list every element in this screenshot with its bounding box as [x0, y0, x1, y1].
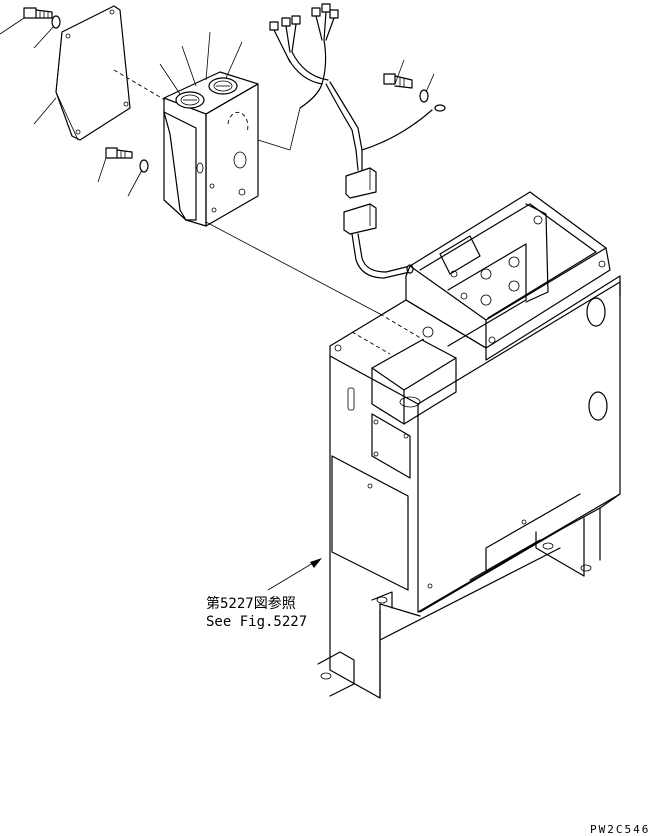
reference-label-jp: 第5227図参照 [206, 595, 296, 612]
cover-plate [33, 5, 166, 141]
reference-label-en: See Fig.5227 [206, 614, 307, 630]
washer-right [419, 73, 435, 103]
reference-callout: 第5227図参照 See Fig.5227 [206, 558, 322, 630]
figure-code: PW2C546 [590, 823, 650, 836]
washer-middle [127, 159, 149, 197]
washer-top-left [33, 15, 61, 49]
bolt-right [383, 59, 413, 89]
wiring-harness [269, 3, 446, 279]
bolt-top-left [0, 7, 53, 35]
assembly-line [205, 221, 381, 315]
bolt-middle [97, 147, 133, 183]
cabinet [317, 191, 621, 699]
fuse-box-unit [159, 31, 291, 227]
